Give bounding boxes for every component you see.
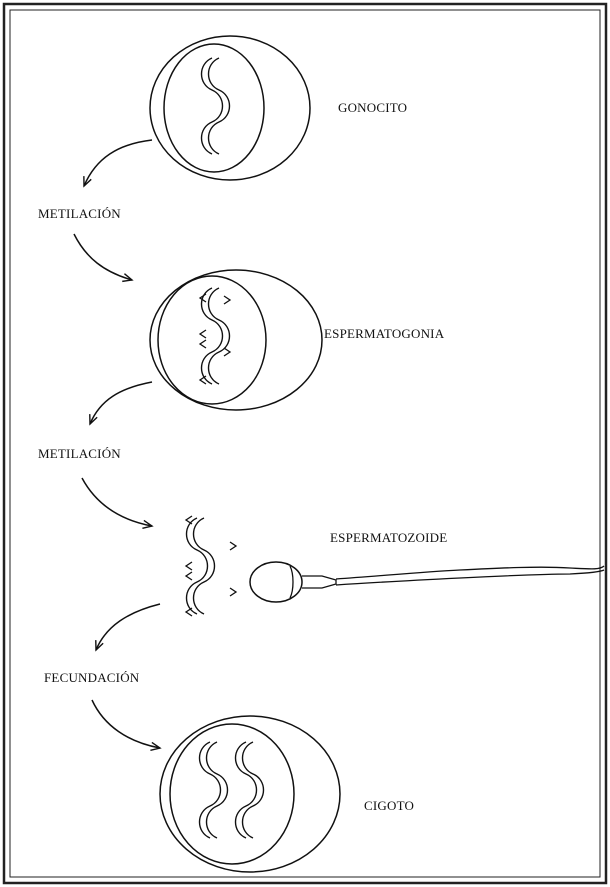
chromosome bbox=[200, 742, 228, 838]
espermatogonia-cell bbox=[150, 270, 322, 410]
arrow-espermatozoide-to-fecundacion bbox=[96, 604, 160, 650]
arrow-metilacion-to-espermatozoide bbox=[82, 478, 152, 526]
espermatozoide-chromosome bbox=[186, 516, 236, 616]
inner-frame bbox=[10, 10, 600, 877]
espermatozoide-cell bbox=[250, 562, 604, 602]
cigoto-cell bbox=[160, 716, 340, 872]
chromosome bbox=[202, 58, 230, 154]
label-espermatozoide: ESPERMATOZOIDE bbox=[330, 530, 447, 546]
label-metilacion-2: METILACIÓN bbox=[38, 446, 121, 462]
label-cigoto: CIGOTO bbox=[364, 798, 414, 814]
arrow-fecundacion-to-cigoto bbox=[92, 700, 160, 748]
arrow-metilacion-to-espermatogonia bbox=[74, 234, 132, 280]
gonocito-cell bbox=[150, 36, 310, 180]
sperm-midpiece bbox=[302, 576, 336, 588]
label-metilacion-1: METILACIÓN bbox=[38, 206, 121, 222]
methylation-marks bbox=[200, 294, 230, 384]
sperm-head bbox=[250, 562, 302, 602]
label-fecundacion: FECUNDACIÓN bbox=[44, 670, 139, 686]
label-espermatogonia: ESPERMATOGONIA bbox=[324, 326, 444, 342]
label-gonocito: GONOCITO bbox=[338, 100, 407, 116]
outer-frame bbox=[4, 4, 606, 883]
arrow-espermatogonia-to-metilacion bbox=[90, 382, 152, 424]
chromosome bbox=[236, 742, 264, 838]
chromosome bbox=[187, 518, 215, 614]
arrow-gonocito-to-metilacion bbox=[84, 140, 152, 186]
